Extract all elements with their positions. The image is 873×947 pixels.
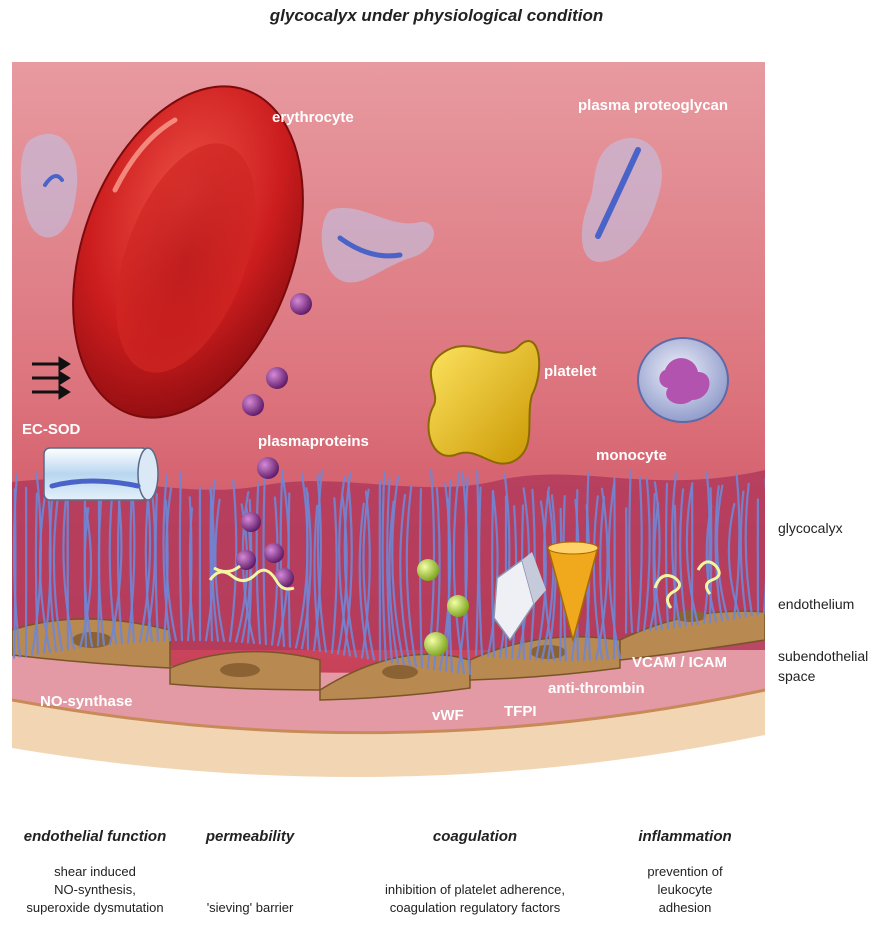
flow-arrows-icon (32, 359, 68, 397)
column-endothelial-function: endothelial function shear induced NO-sy… (0, 828, 190, 917)
label-no-synthase: NO-synthase (40, 693, 133, 710)
column-coagulation: coagulation inhibition of platelet adher… (350, 828, 600, 917)
side-label-subendothelial-space: subendothelial space (778, 646, 868, 686)
column-heading: inflammation (610, 828, 760, 845)
side-label-endothelium: endothelium (778, 594, 854, 614)
label-platelet: platelet (544, 363, 597, 380)
label-monocyte: monocyte (596, 447, 667, 464)
label-plasma-proteoglycan: plasma proteoglycan (578, 97, 728, 114)
column-description: prevention of leukocyte adhesion (610, 863, 760, 917)
column-permeability: permeability 'sieving' barrier (180, 828, 320, 917)
label-vwf: vWF (432, 707, 464, 724)
column-heading: coagulation (350, 828, 600, 845)
label-plasmaproteins: plasmaproteins (258, 433, 369, 450)
glycocalyx-fiber (307, 493, 308, 649)
column-heading: permeability (180, 828, 320, 845)
column-description: 'sieving' barrier (180, 899, 320, 917)
label-anti-thrombin: anti-thrombin (548, 680, 645, 697)
column-heading: endothelial function (0, 828, 190, 845)
column-inflammation: inflammation prevention of leukocyte adh… (610, 828, 760, 917)
label-tfpi: TFPI (504, 703, 537, 720)
platelet (429, 341, 540, 464)
label-erythrocyte: erythrocyte (272, 109, 354, 126)
column-description: inhibition of platelet adherence, coagul… (350, 881, 600, 917)
side-label-glycocalyx: glycocalyx (778, 518, 843, 538)
column-description: shear induced NO-synthesis, superoxide d… (0, 863, 190, 917)
label-ec-sod: EC-SOD (22, 421, 81, 438)
ec-sod-tube (44, 448, 158, 500)
glycocalyx-illustration: erythrocyte plasma proteoglycan platelet… (0, 0, 873, 810)
label-vcam-icam: VCAM / ICAM (632, 654, 727, 671)
monocyte (638, 338, 728, 422)
